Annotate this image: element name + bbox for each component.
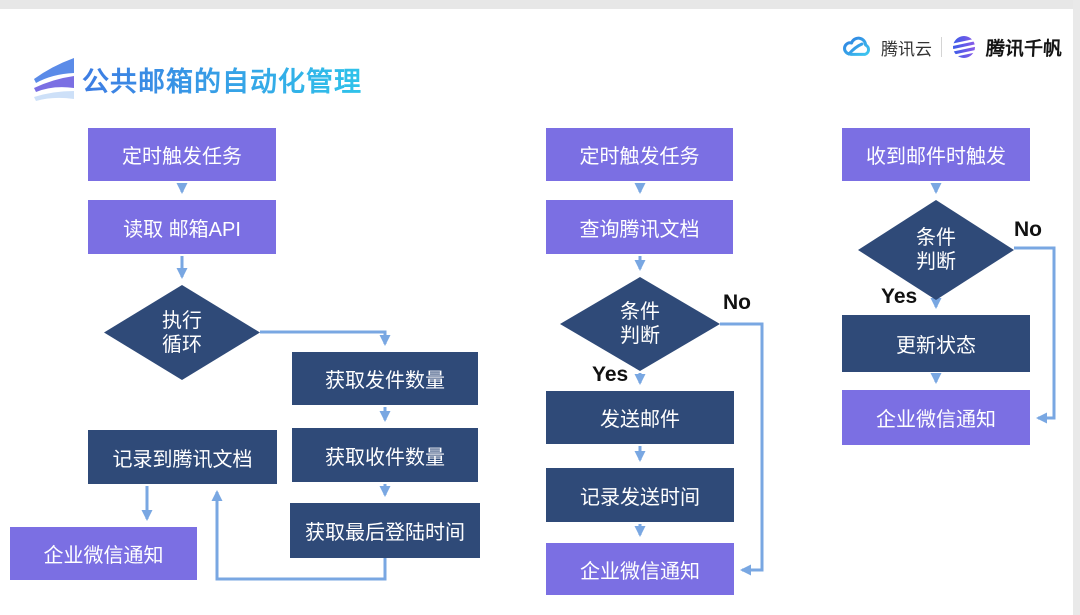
label-yes: Yes — [881, 285, 918, 308]
node-read-mailbox-api: 读取 邮箱API — [88, 200, 276, 254]
label-no: No — [723, 291, 751, 314]
decision-label-line: 判断 — [620, 325, 660, 347]
node-record-to-tencent-docs: 记录到腾讯文档 — [88, 430, 277, 484]
window-top-bar — [0, 0, 1080, 9]
node-get-received-count: 获取收件数量 — [292, 428, 478, 482]
window-right-edge — [1073, 0, 1080, 615]
decision-label-line: 执行 — [162, 309, 202, 332]
arrow — [720, 322, 764, 576]
arrow — [211, 490, 387, 581]
decision-label-line: 条件 — [916, 227, 956, 249]
node-record-send-time: 记录发送时间 — [546, 468, 734, 522]
node-query-tencent-docs: 查询腾讯文档 — [546, 200, 733, 254]
title-bullet-icon — [34, 58, 74, 101]
arrow — [1014, 246, 1056, 424]
arrow — [260, 330, 391, 346]
node-get-sent-count: 获取发件数量 — [292, 352, 478, 405]
label-yes: Yes — [592, 363, 629, 386]
decision-label-line: 判断 — [916, 251, 956, 273]
qianfan-icon — [951, 36, 977, 58]
node-mail-received-trigger: 收到邮件时触发 — [842, 128, 1030, 181]
node-wecom-notify-3: 企业微信通知 — [842, 390, 1030, 445]
decision-label-line: 条件 — [620, 301, 660, 323]
decision-label-line: 循环 — [162, 333, 202, 356]
brand-divider — [940, 37, 942, 57]
node-scheduled-trigger-2: 定时触发任务 — [546, 128, 733, 181]
node-wecom-notify-1: 企业微信通知 — [10, 527, 197, 580]
node-scheduled-trigger-1: 定时触发任务 — [88, 128, 276, 181]
tencent-cloud-label: 腾讯云 — [880, 39, 932, 59]
tencent-cloud-icon — [843, 36, 871, 56]
node-wecom-notify-2: 企业微信通知 — [546, 543, 734, 595]
page-title: 公共邮箱的自动化管理 — [82, 60, 362, 99]
brand-logos: 腾讯云 腾讯千帆 — [841, 33, 1062, 61]
label-no: No — [1014, 218, 1042, 241]
node-send-email: 发送邮件 — [546, 391, 734, 444]
node-get-last-login-time: 获取最后登陆时间 — [290, 503, 480, 558]
node-update-status: 更新状态 — [842, 315, 1030, 372]
